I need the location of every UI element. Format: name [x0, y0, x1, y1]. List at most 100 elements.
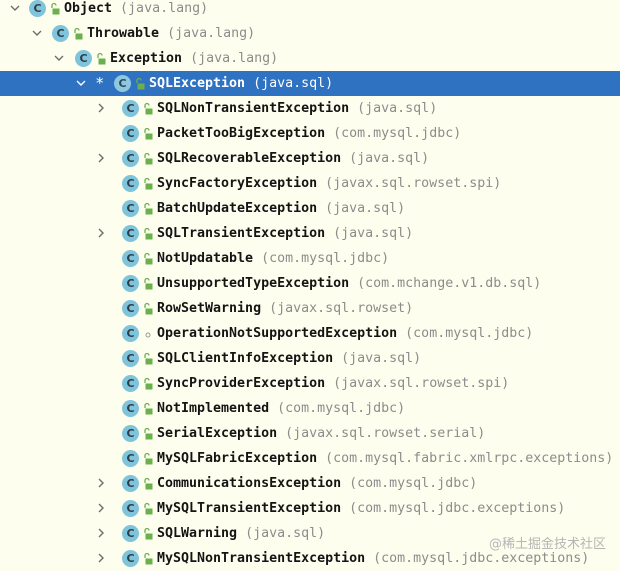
public-access-icon: [143, 301, 153, 315]
chevron-right-icon[interactable]: [94, 551, 108, 565]
class-name: SQLRecoverableException (java.sql): [157, 150, 429, 167]
class-name: MySQLTransientException(com.mysql.jdbc.e…: [157, 500, 565, 517]
tree-node-sqlclientinfoexception[interactable]: C SQLClientInfoException (java.sql): [0, 346, 620, 371]
class-icon: C: [122, 125, 139, 142]
class-icon: C: [122, 300, 139, 317]
public-access-icon: [143, 351, 153, 365]
package-name: (com.mchange.v1.db.sql): [357, 276, 542, 291]
class-name-text: MySQLNonTransientException: [157, 551, 366, 566]
chevron-right-icon[interactable]: [94, 151, 108, 165]
class-icon: C: [114, 75, 131, 92]
class-name-text: CommunicationsException: [157, 476, 342, 491]
package-name: (javax.sql.rowset.spi): [333, 376, 510, 391]
class-icon: C: [122, 200, 139, 217]
public-access-icon: [143, 501, 153, 515]
class-name-text: RowSetWarning: [157, 301, 262, 316]
package-name: (javax.sql.rowset): [269, 301, 414, 316]
package-name: (javax.sql.rowset.spi): [325, 176, 502, 191]
class-name-text: SQLClientInfoException: [157, 351, 334, 366]
package-name: (com.mysql.jdbc): [261, 251, 390, 266]
class-name: RowSetWarning (javax.sql.rowset): [157, 300, 413, 317]
tree-node-operationnotsupportedexception[interactable]: C OperationNotSupportedException(com.mysq…: [0, 321, 620, 346]
chevron-down-icon[interactable]: [8, 1, 22, 15]
chevron-right-icon[interactable]: [94, 101, 108, 115]
class-icon: C: [122, 350, 139, 367]
class-name-text: SyncProviderException: [157, 376, 326, 391]
class-name: SQLNonTransientException(java.sql): [157, 100, 437, 117]
tree-node-syncfactoryexception[interactable]: C SyncFactoryException(javax.sql.rowset.s…: [0, 171, 620, 196]
package-name: (com.mysql.jdbc): [405, 326, 534, 341]
class-name-text: SQLRecoverableException: [157, 151, 342, 166]
chevron-right-icon[interactable]: [94, 476, 108, 490]
public-access-icon: [96, 51, 106, 65]
class-name: OperationNotSupportedException(com.mysql…: [157, 325, 533, 342]
package-name: (java.sql): [341, 351, 422, 366]
class-name: SyncFactoryException(javax.sql.rowset.sp…: [157, 175, 501, 192]
package-name: (com.mysql.jdbc): [277, 401, 406, 416]
package-name: (java.sql): [349, 151, 430, 166]
class-icon: C: [52, 25, 69, 42]
package-name: (com.mysql.jdbc.exceptions): [373, 551, 590, 566]
public-access-icon: [143, 551, 153, 565]
class-name: MySQLFabricException (com.mysql.fabric.xm…: [157, 450, 613, 467]
package-name: (java.sql): [357, 101, 438, 116]
class-name-text: SQLTransientException: [157, 226, 326, 241]
class-name: PacketTooBigException (com.mysql.jdbc): [157, 125, 461, 142]
tree-node-rowsetwarning[interactable]: C RowSetWarning (javax.sql.rowset): [0, 296, 620, 321]
class-name: Exception(java.lang): [110, 50, 278, 67]
class-icon: C: [122, 175, 139, 192]
chevron-down-icon[interactable]: [74, 76, 88, 90]
public-access-icon: [143, 126, 153, 140]
class-name: UnsupportedTypeException(com.mchange.v1.…: [157, 275, 541, 292]
package-name: (com.mysql.jdbc): [333, 126, 462, 141]
chevron-right-icon[interactable]: [94, 226, 108, 240]
class-name-text: MySQLFabricException: [157, 451, 318, 466]
package-name: (java.sql): [325, 201, 406, 216]
class-icon: C: [122, 525, 139, 542]
class-icon: C: [122, 250, 139, 267]
class-name-text: PacketTooBigException: [157, 126, 326, 141]
class-name-text: SQLException: [149, 76, 246, 91]
tree-node-throwable[interactable]: C Throwable(java.lang): [0, 21, 620, 46]
package-name: (java.lang): [190, 51, 279, 66]
package-name: (com.mysql.jdbc): [349, 476, 478, 491]
chevron-right-icon[interactable]: [94, 526, 108, 540]
package-private-icon: [143, 326, 153, 340]
class-name: MySQLNonTransientException (com.mysql.jdb…: [157, 550, 589, 567]
public-access-icon: [143, 176, 153, 190]
class-icon: C: [122, 325, 139, 342]
public-access-icon: [143, 451, 153, 465]
chevron-down-icon[interactable]: [30, 26, 44, 40]
chevron-right-icon[interactable]: [94, 501, 108, 515]
public-access-icon: [143, 201, 153, 215]
package-name: (com.mysql.fabric.xmlrpc.exceptions): [325, 451, 614, 466]
class-name-text: Object: [64, 1, 113, 16]
class-icon: C: [122, 425, 139, 442]
public-access-icon: [73, 26, 83, 40]
class-name-text: Throwable: [87, 26, 160, 41]
public-access-icon: [143, 151, 153, 165]
tree-node-packettoobigexception[interactable]: C PacketTooBigException (com.mysql.jdbc): [0, 121, 620, 146]
focus-marker-icon: *: [96, 74, 104, 92]
class-name: Throwable(java.lang): [87, 25, 255, 42]
chevron-down-icon[interactable]: [52, 51, 66, 65]
public-access-icon: [143, 251, 153, 265]
